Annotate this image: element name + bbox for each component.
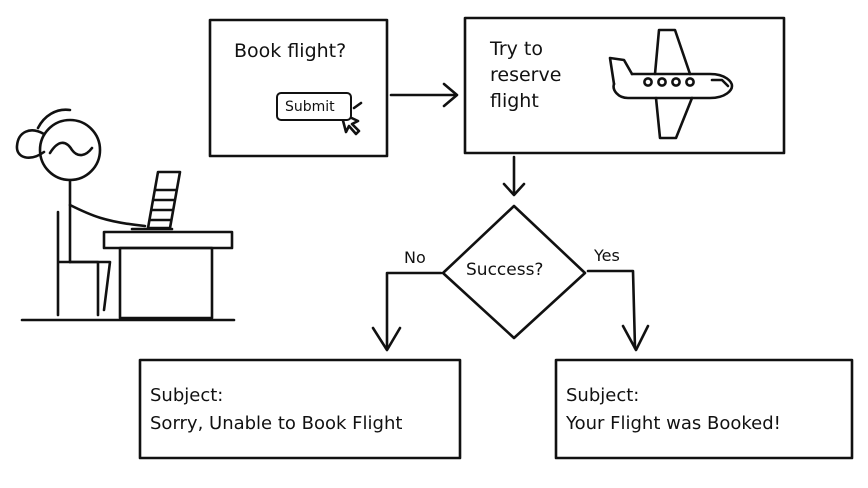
arrow-down-icon [502,155,526,197]
person-face [48,141,94,157]
no-label: No [404,248,426,267]
desk-body [118,246,214,320]
person-hair-band [36,108,72,130]
outcome-fail-text: Subject: Sorry, Unable to Book Flight [150,382,402,438]
no-branch-arrow [371,271,443,352]
person-at-laptop-illustration [15,108,236,322]
arrow-right-icon [389,82,459,108]
outcome-fail-subject: Sorry, Unable to Book Flight [150,413,403,434]
person-leg [68,260,112,312]
decision-label: Success? [466,260,544,280]
yes-label: Yes [594,246,620,265]
person-ponytail [15,129,46,159]
chair [56,210,100,317]
reserve-line-3: flight [490,90,539,112]
reserve-flight-label: Try to reserve flight [490,36,561,114]
person-arm [68,203,147,228]
book-flight-box [208,18,389,158]
reserve-line-1: Try to [490,38,543,60]
desk-top [102,230,234,250]
reserve-flight-box [463,16,786,155]
airplane-icon [608,28,734,140]
outcome-success-box [554,358,854,460]
outcome-success-subject: Your Flight was Booked! [566,413,781,434]
outcome-fail-box [138,358,462,460]
book-flight-title: Book flight? [234,40,347,62]
outcome-success-subject-label: Subject: [566,385,640,406]
outcome-success-text: Subject: Your Flight was Booked! [566,382,781,438]
laptop-screen-lines [148,188,178,222]
outcome-fail-subject-label: Subject: [150,385,224,406]
decision-diamond [441,204,587,340]
yes-branch-arrow [586,269,650,352]
submit-button[interactable]: Submit [276,92,352,121]
reserve-line-2: reserve [490,64,562,86]
